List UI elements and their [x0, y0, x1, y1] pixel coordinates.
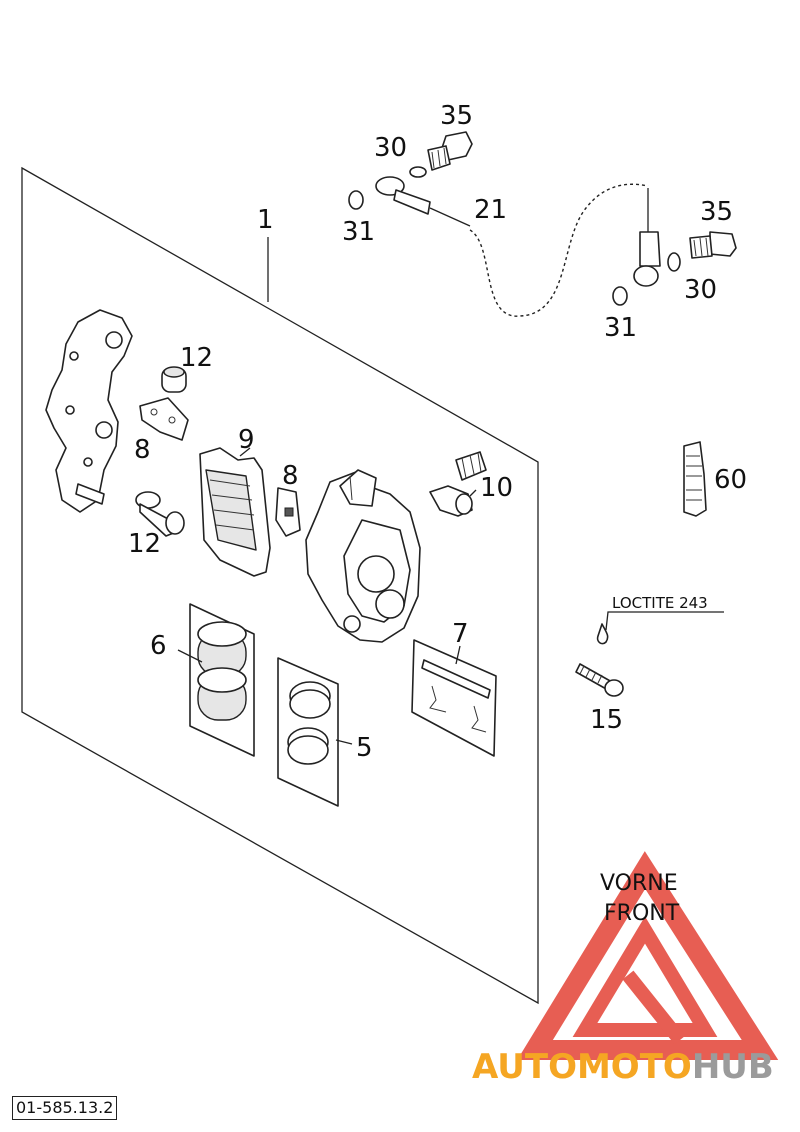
brake-hose — [375, 176, 661, 317]
callout-35-right: 35 — [700, 197, 733, 227]
loctite-drop-icon — [596, 611, 724, 645]
kit-panel — [21, 166, 539, 1005]
washer-upper-31 — [348, 190, 364, 210]
bushing-upper — [161, 366, 187, 393]
callout-30-upper: 30 — [374, 133, 407, 163]
callout-6: 6 — [150, 631, 167, 661]
pistons-kit — [189, 603, 255, 757]
callout-5: 5 — [356, 733, 373, 763]
banjo-bolt-upper — [427, 131, 473, 171]
callout-labels: 1 35 30 31 21 35 30 31 12 8 9 8 10 60 12… — [128, 101, 747, 926]
guide-pin — [135, 491, 185, 537]
banjo-bolt-right — [689, 231, 737, 259]
front-label-de: VORNE — [600, 871, 678, 896]
grease-tube — [683, 441, 707, 517]
callout-9: 9 — [238, 425, 255, 455]
callout-12-upper: 12 — [180, 343, 213, 373]
callout-12-lower: 12 — [128, 529, 161, 559]
caliper-body — [305, 469, 421, 643]
watermark-text-automoto: AUTOMOTO — [472, 1047, 692, 1087]
watermark-text-hub: HUB — [692, 1047, 774, 1087]
callout-21: 21 — [474, 195, 507, 225]
bleed-valve — [429, 451, 487, 517]
callout-7: 7 — [452, 619, 469, 649]
watermark-logo — [517, 851, 779, 1060]
brake-pad — [199, 447, 271, 577]
callout-35-upper: 35 — [440, 101, 473, 131]
pad-spring-upper — [139, 397, 189, 441]
caliper-screw — [575, 663, 624, 697]
pin-clip-kit — [411, 639, 497, 757]
drawing-code: 01-585.13.2 — [12, 1096, 118, 1120]
loctite-label: LOCTITE 243 — [612, 594, 708, 612]
callout-60: 60 — [714, 465, 747, 495]
callout-31-upper: 31 — [342, 217, 375, 247]
seal-kit — [277, 657, 339, 807]
callout-15: 15 — [590, 705, 623, 735]
callout-30-right: 30 — [684, 275, 717, 305]
callout-8-left: 8 — [134, 435, 151, 465]
leader-lines — [177, 447, 477, 745]
watermark-text: AUTOMOTOHUB — [472, 1047, 774, 1087]
washer-right-30 — [667, 252, 681, 272]
front-label-en: FRONT — [604, 901, 680, 926]
svg-text:AUTOMOTOHUB: AUTOMOTOHUB — [472, 1047, 774, 1087]
callout-10: 10 — [480, 473, 513, 503]
callout-1: 1 — [257, 205, 274, 235]
washer-right-31 — [612, 286, 628, 306]
callout-31-right: 31 — [604, 313, 637, 343]
washer-upper-30 — [409, 166, 427, 178]
caliper-bracket — [45, 309, 133, 513]
callout-8-right: 8 — [282, 461, 299, 491]
pad-spring-lower — [275, 487, 301, 537]
